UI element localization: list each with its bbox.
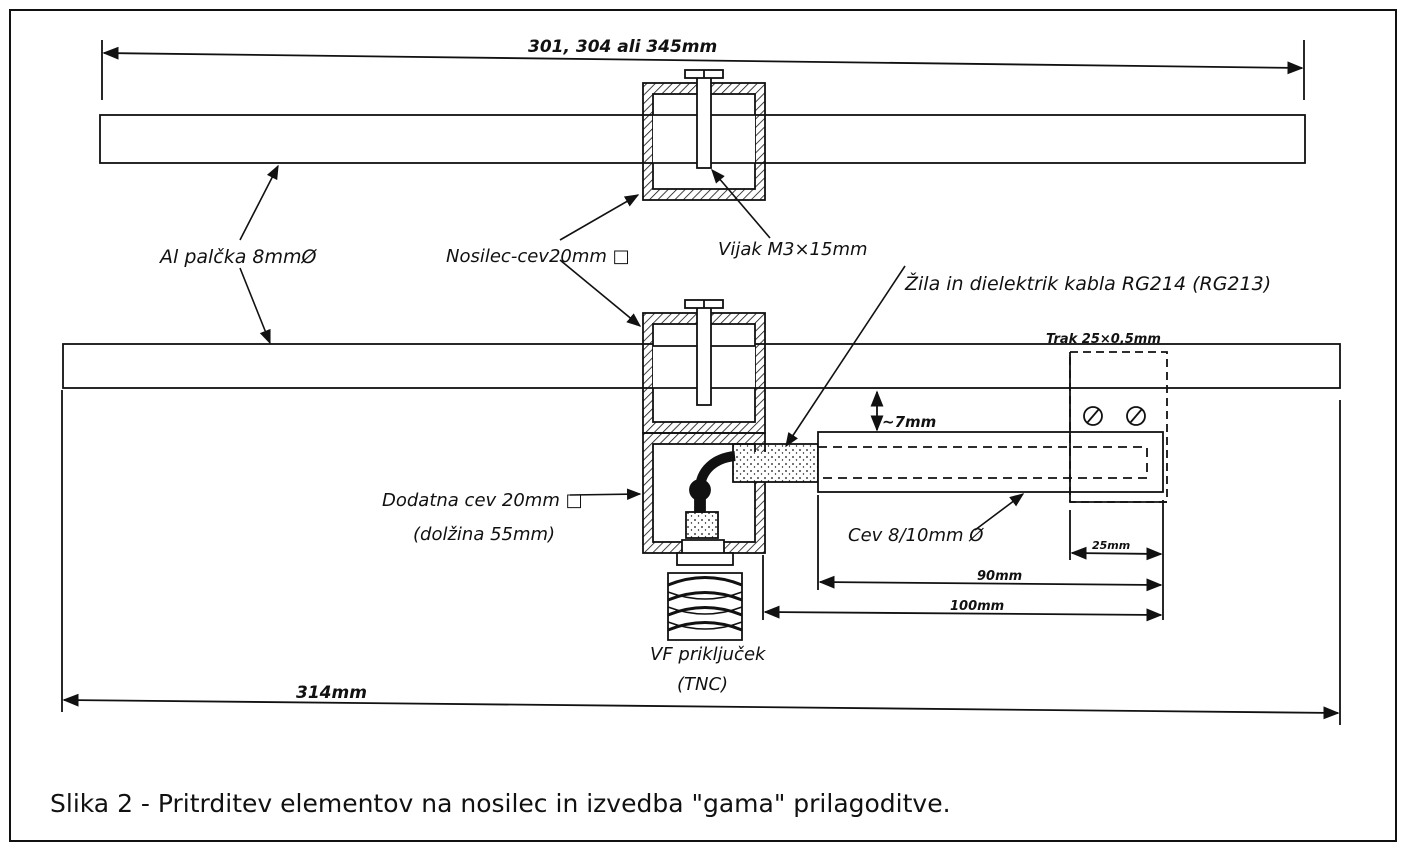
strap-dimension [1069,500,1164,620]
top-carrier-tube [642,69,766,201]
carrier-label: Nosilec-cev20mm □ [446,246,630,267]
strap-length-text: 25mm [1092,539,1130,552]
tube-label: Cev 8/10mm Ø [848,525,984,546]
connector-label-1: VF priključek [650,644,767,665]
gamma-tube [817,431,1164,493]
extra-tube-label-2: (dolžina 55mm) [413,524,555,545]
extra-tube-label-1: Dodatna cev 20mm □ [382,490,583,511]
strap-label: Trak 25×0,5mm [1046,332,1161,347]
top-screw [696,75,712,169]
cable-dielectric [732,443,819,483]
connector-label-2: (TNC) [677,674,728,695]
bottom-screw [696,304,712,406]
bottom-rod-length-text: 314mm [296,683,367,703]
rod-label: Al palčka 8mmØ [158,246,318,268]
additional-tube [642,432,768,554]
tube-length-text: 90mm [977,569,1022,584]
leader-lines [239,164,1025,531]
top-rod-length-text: 301, 304 ali 345mm [528,37,717,57]
screw-label: Vijak M3×15mm [718,239,868,260]
drawing-frame [9,9,1397,842]
tube-dimension [817,495,1163,592]
vf-connector [667,539,743,641]
figure-caption: Slika 2 - Pritrditev elementov na nosile… [50,789,951,818]
bottom-carrier-tube [642,299,766,434]
core-label: Žila in dielektrik kabla RG214 (RG213) [904,272,1271,295]
strap-clamp [1069,351,1168,503]
gap-text: ~7mm [882,413,936,431]
bottom-rod-dimension [61,390,1341,725]
match-length-text: 100mm [950,599,1004,614]
match-dimension [762,555,1163,622]
top-rod-dimension [101,40,1305,100]
